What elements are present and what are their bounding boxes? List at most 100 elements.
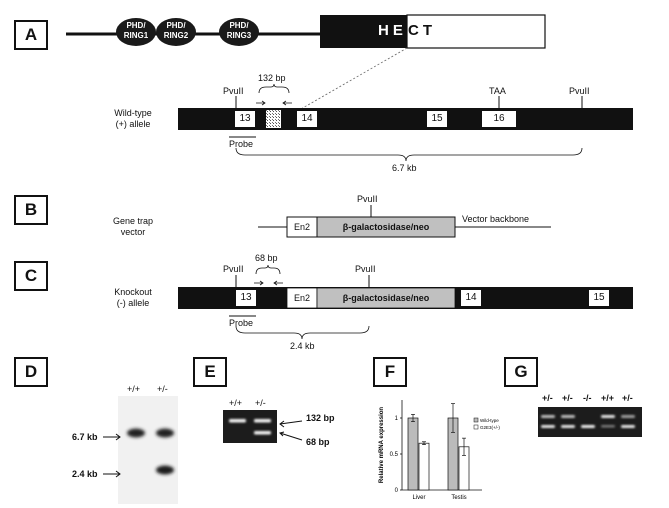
wt-pvuii-right: PvuII	[569, 86, 590, 96]
hect-label-left: HE	[378, 22, 407, 39]
vector-label: Gene trap vector	[112, 216, 154, 237]
g-band-lane2-bottom	[561, 425, 575, 428]
phd-ring2-domain	[156, 18, 196, 46]
wt-exon-13: 13	[235, 111, 255, 127]
vector-backbone-label: Vector backbone	[462, 214, 530, 224]
ko-exon-14: 14	[461, 290, 481, 306]
ko-primer-forward	[254, 280, 264, 286]
panel-label-g: G	[504, 357, 538, 387]
g-lane-5: +/-	[622, 393, 633, 403]
g-band-lane5-bottom	[621, 425, 635, 428]
chart-y-tick-label: 0	[395, 488, 399, 494]
hect-domain-dark	[320, 15, 407, 48]
southern-lane-het: +/-	[157, 384, 168, 394]
wt-exon-14: 14	[297, 111, 317, 127]
panel-label-b: B	[14, 195, 48, 225]
chart-category-label: Liver	[412, 495, 425, 501]
phd-ring1-domain	[116, 18, 156, 46]
phd-ring2-label: PHD/ RING2	[163, 21, 189, 40]
wt-pvuii-left: PvuII	[223, 86, 244, 96]
wt-taa-label: TAA	[489, 86, 506, 96]
phd-ring1-label: PHD/ RING1	[123, 21, 149, 40]
g-band-lane2-top	[561, 415, 575, 418]
ko-2.4kb-brace	[235, 325, 370, 340]
g-band-lane5-top	[621, 415, 635, 418]
southern-blot-membrane	[118, 396, 178, 504]
vector-cassette-label: β-galactosidase/neo	[342, 222, 430, 232]
southern-lane-wt: +/+	[127, 384, 141, 394]
ko-probe-label: Probe	[229, 318, 254, 328]
southern-band-wt-lane2	[156, 428, 174, 438]
chart-category-label: Testis	[451, 495, 466, 501]
chart-legend-label: G2E3(+/-)	[480, 425, 500, 430]
southern-arrow-6.7kb	[103, 433, 121, 441]
chart-bar-liver-0	[407, 417, 419, 491]
wt-intron-stipple	[266, 110, 281, 128]
hect-domain-light	[406, 14, 546, 49]
g-lane-3: -/-	[583, 393, 592, 403]
g-lane-2: +/-	[562, 393, 573, 403]
chart-y-tick-label: 0.5	[390, 452, 399, 458]
wt-fragment-label: 6.7 kb	[392, 163, 417, 173]
zoom-dotted-line	[293, 47, 408, 114]
g-band-lane4-top	[601, 415, 615, 418]
vector-pvuii-label: PvuII	[357, 194, 378, 204]
pcr-band-132-lane2	[254, 419, 271, 423]
chart-bar-liver-1	[418, 442, 430, 491]
pcr-lane-het: +/-	[255, 398, 266, 408]
ko-allele-label: Knockout (-) allele	[114, 287, 152, 308]
southern-band-wt-lane1	[127, 428, 145, 438]
wt-probe-label: Probe	[229, 139, 254, 149]
pcr-lane-wt: +/+	[229, 398, 243, 408]
wt-primer-reverse	[282, 100, 292, 106]
wt-6.7kb-brace	[235, 147, 583, 162]
chart-legend-label: Wild-type	[480, 418, 499, 423]
panel-label-d: D	[14, 357, 48, 387]
g-band-lane3-bottom	[581, 425, 595, 428]
wt-exon-15: 15	[427, 111, 447, 127]
panel-label-c: C	[14, 261, 48, 291]
pcr-gel	[223, 410, 277, 443]
wt-132bp-label: 132 bp	[258, 73, 286, 83]
pcr-band-132-lane1	[229, 419, 246, 423]
vector-en2-label: En2	[293, 222, 310, 232]
pcr-arrow-132bp	[279, 420, 303, 428]
genotyping-gel	[538, 407, 642, 437]
wt-allele-label: Wild-type (+) allele	[114, 108, 152, 129]
pcr-arrow-68bp	[279, 431, 303, 441]
g-lane-1: +/-	[542, 393, 553, 403]
ko-fragment-label: 2.4 kb	[290, 341, 315, 351]
chart-legend-swatch	[473, 424, 479, 430]
pcr-band-68-lane2	[254, 431, 271, 435]
ko-68bp-bracket	[255, 264, 281, 275]
ko-cassette-label: β-galactosidase/neo	[342, 293, 430, 303]
ko-exon-15: 15	[589, 290, 609, 306]
southern-6.7kb-label: 6.7 kb	[72, 432, 98, 442]
g-lane-4: +/+	[601, 393, 615, 403]
southern-band-ko-lane2	[156, 465, 174, 475]
chart-legend-swatch	[473, 417, 479, 423]
panel-label-e: E	[193, 357, 227, 387]
phd-ring3-label: PHD/ RING3	[226, 21, 252, 40]
panel-label-a: A	[14, 20, 48, 50]
ko-primer-reverse	[273, 280, 283, 286]
pcr-132bp-label: 132 bp	[306, 413, 335, 423]
phd-ring3-domain	[219, 18, 259, 46]
chart-y-axis-label: Relative mRNA expression	[379, 407, 385, 483]
ko-pvuii-mid: PvuII	[355, 264, 376, 274]
southern-arrow-2.4kb	[103, 470, 121, 478]
vector-cassette-box	[316, 216, 456, 238]
wt-primer-forward	[256, 100, 266, 106]
southern-2.4kb-label: 2.4 kb	[72, 469, 98, 479]
ko-pvuii-left: PvuII	[223, 264, 244, 274]
pcr-68bp-label: 68 bp	[306, 437, 330, 447]
g-band-lane4-bottom	[601, 425, 615, 428]
ko-en2-label: En2	[293, 293, 310, 303]
g-band-lane1-bottom	[541, 425, 555, 428]
ko-68bp-label: 68 bp	[255, 253, 278, 263]
wt-allele-bar	[178, 108, 633, 130]
hect-label-right: CT	[408, 22, 436, 39]
wt-exon-16: 16	[482, 111, 516, 127]
